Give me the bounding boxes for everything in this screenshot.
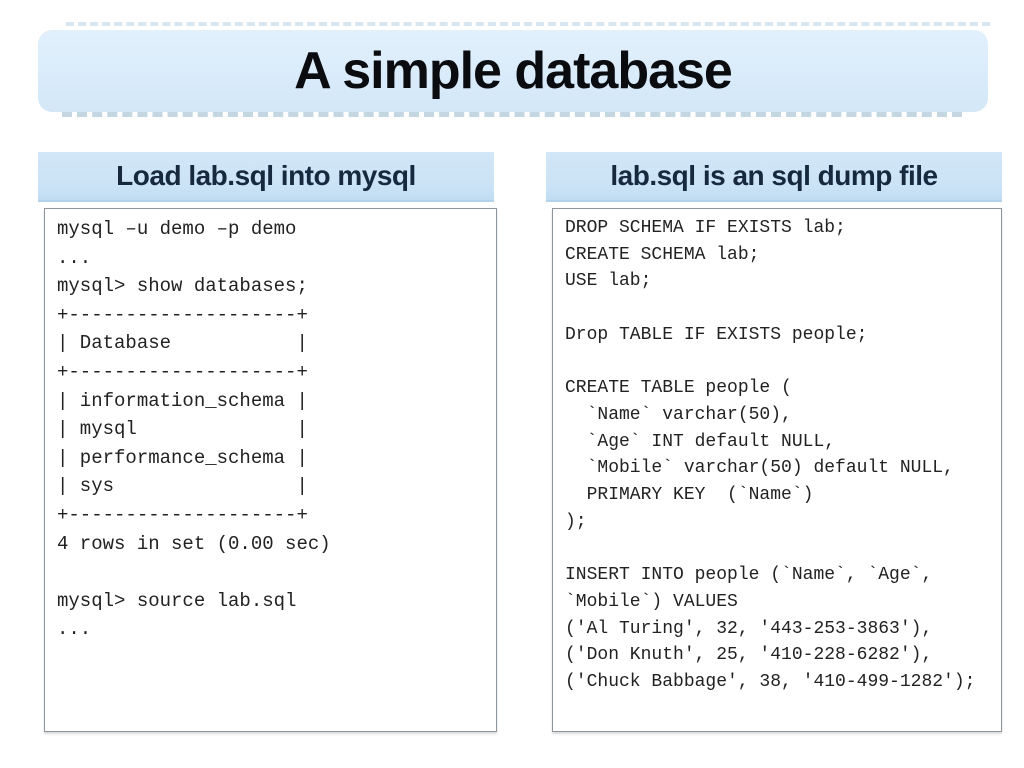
slide-title: A simple database bbox=[294, 42, 733, 100]
top-dashed-artifact bbox=[66, 22, 990, 26]
right-column: lab.sql is an sql dump file DROP SCHEMA … bbox=[546, 152, 1002, 732]
sql-dump-box: DROP SCHEMA IF EXISTS lab; CREATE SCHEMA… bbox=[552, 208, 1002, 732]
mysql-session-code: mysql –u demo –p demo ... mysql> show da… bbox=[57, 218, 331, 641]
title-reflection-dashes bbox=[62, 112, 962, 117]
left-panel-heading: Load lab.sql into mysql bbox=[116, 160, 416, 191]
right-panel-heading-box: lab.sql is an sql dump file bbox=[546, 152, 1002, 202]
slide-title-box: A simple database bbox=[38, 30, 988, 112]
sql-dump-code: DROP SCHEMA IF EXISTS lab; CREATE SCHEMA… bbox=[565, 218, 976, 692]
right-panel-heading: lab.sql is an sql dump file bbox=[610, 160, 938, 191]
left-panel-heading-box: Load lab.sql into mysql bbox=[38, 152, 494, 202]
left-column: Load lab.sql into mysql mysql –u demo –p… bbox=[38, 152, 497, 732]
mysql-session-box: mysql –u demo –p demo ... mysql> show da… bbox=[44, 208, 497, 732]
